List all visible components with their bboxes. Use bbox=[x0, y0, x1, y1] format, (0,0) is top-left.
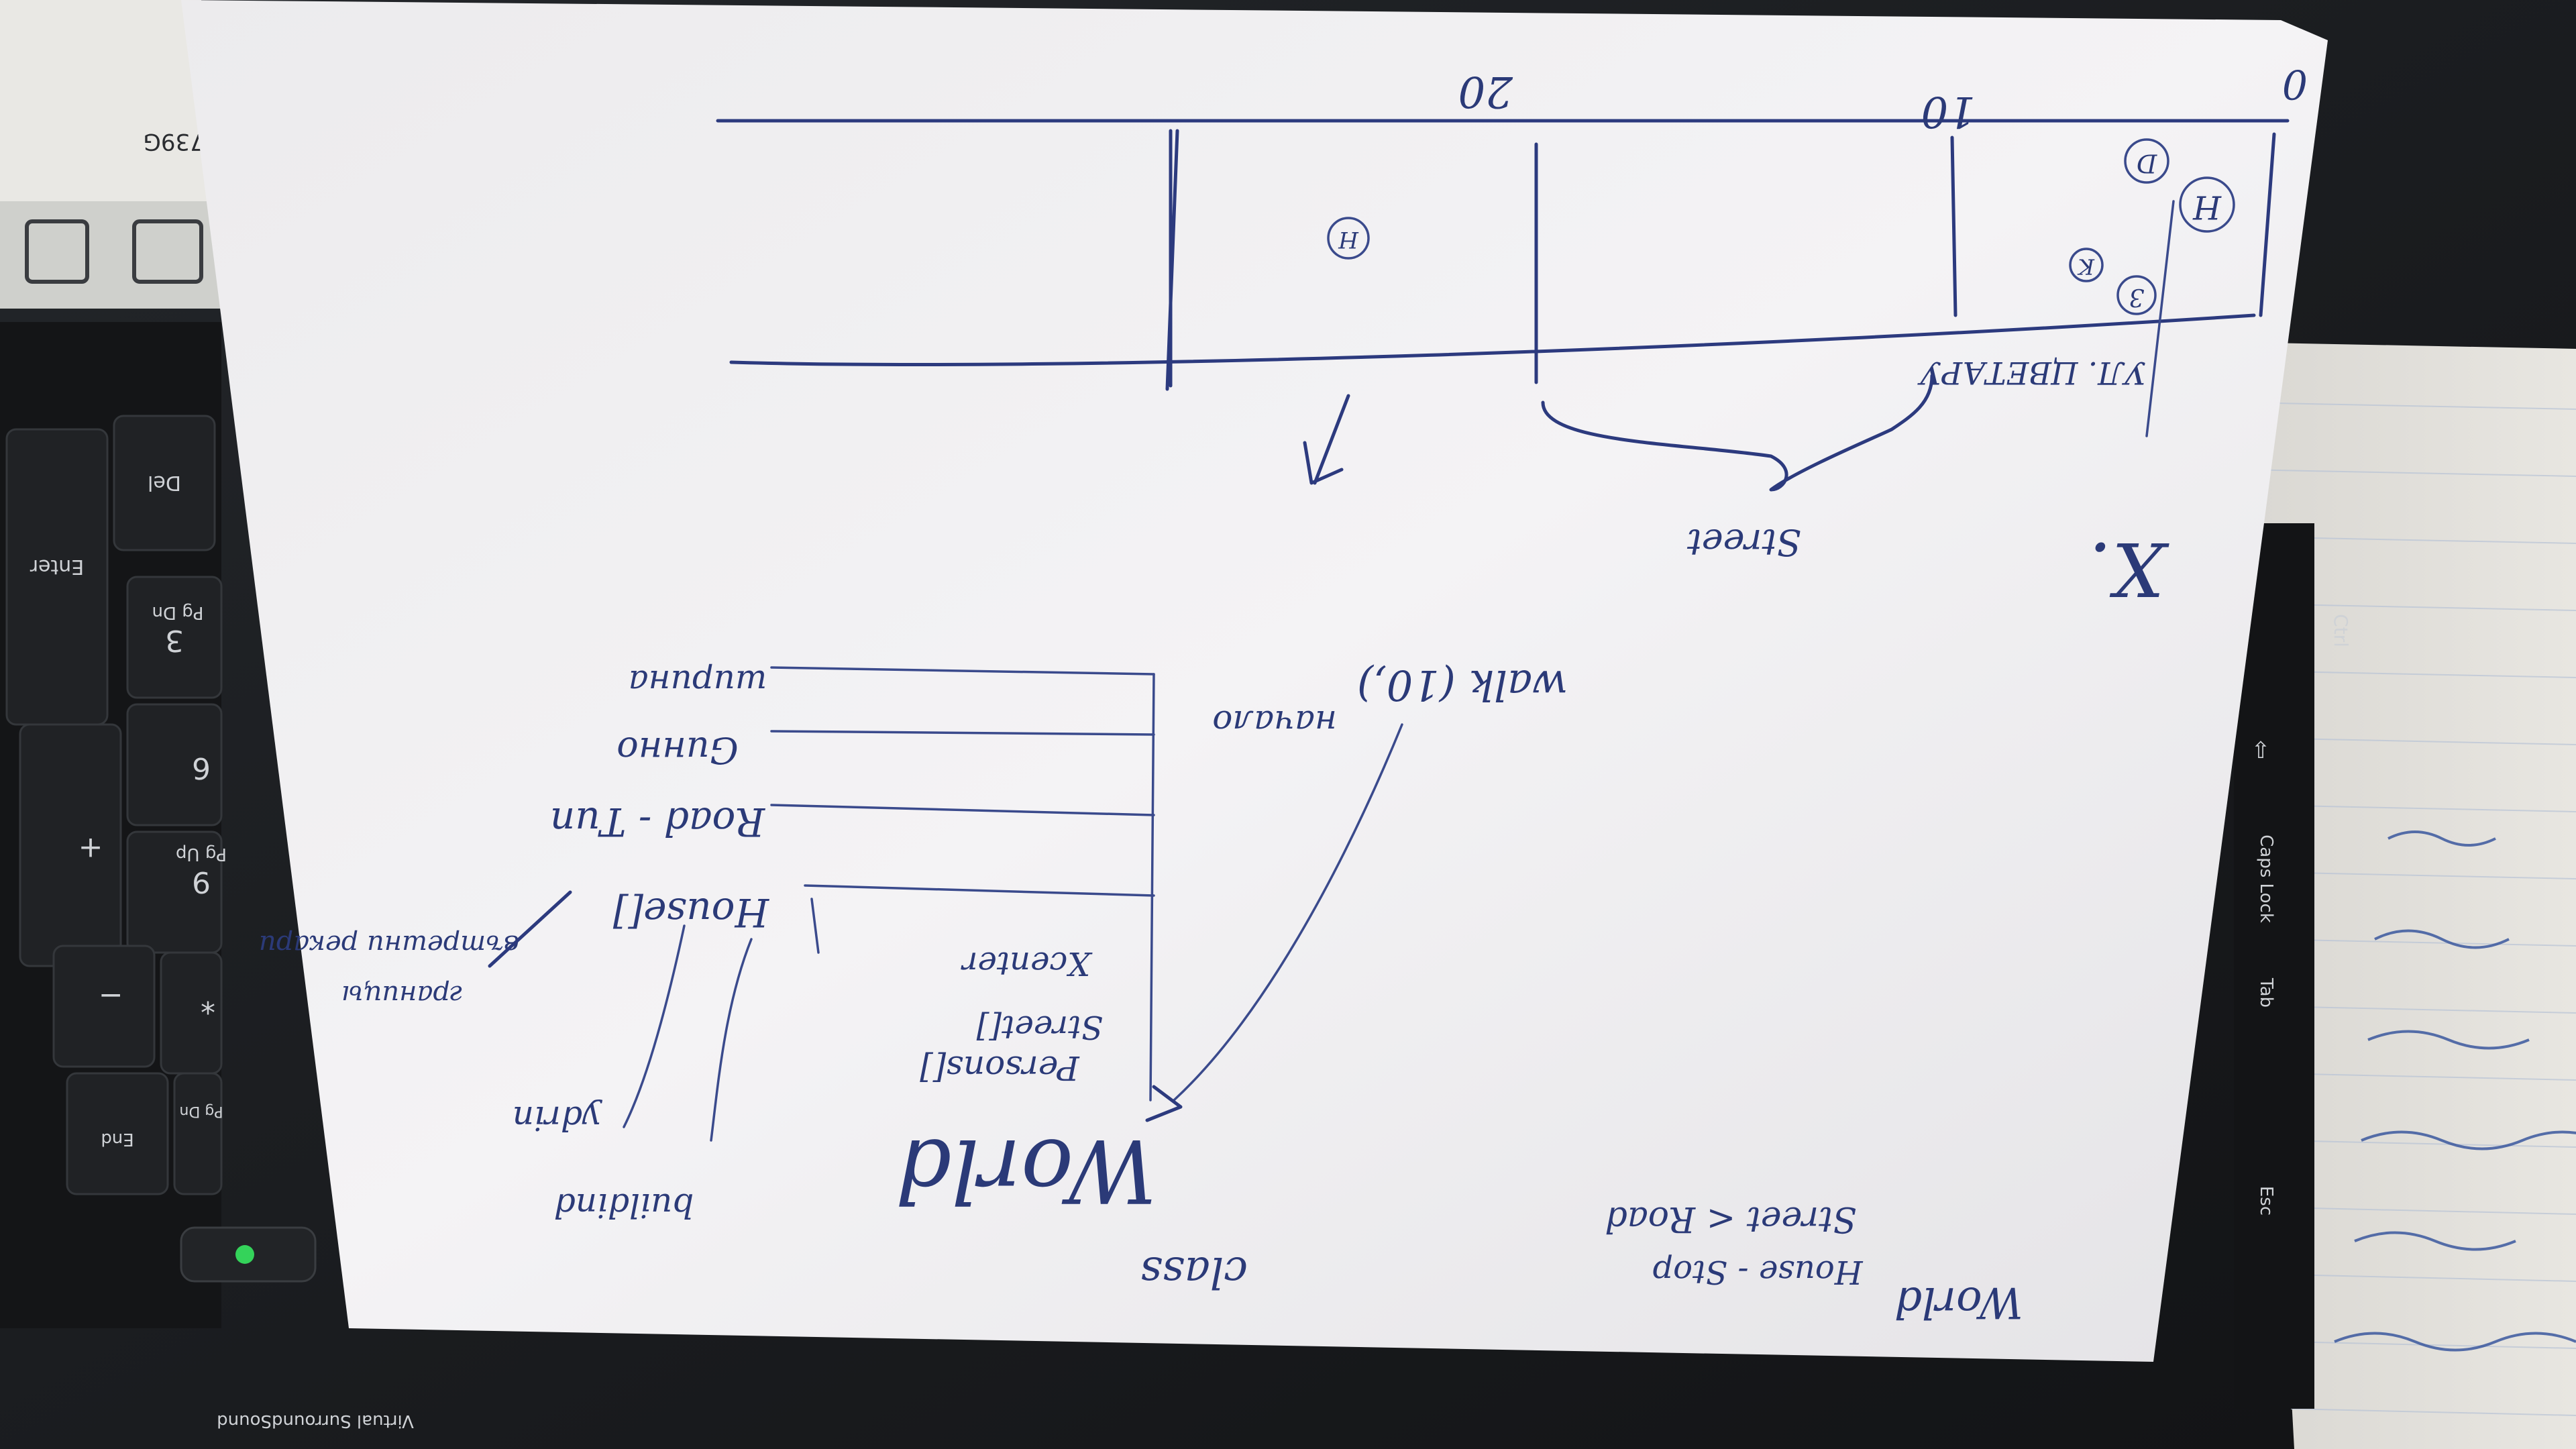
svg-text:6: 6 bbox=[192, 751, 211, 785]
key-6[interactable]: 6 bbox=[126, 703, 223, 826]
house-h-2: H bbox=[1327, 217, 1370, 260]
key-minus[interactable]: − bbox=[52, 945, 156, 1068]
house-h-1: H bbox=[2179, 176, 2235, 233]
tree-width-note: ydrin bbox=[513, 1099, 602, 1138]
tree-center: Xcentеr bbox=[960, 945, 1093, 982]
svg-text:Ctrl: Ctrl bbox=[2330, 614, 2352, 647]
key-star[interactable]: * bbox=[160, 951, 223, 1075]
key-enter[interactable]: Enter bbox=[5, 428, 109, 726]
status-led bbox=[235, 1245, 254, 1264]
svg-text:9: 9 bbox=[192, 865, 211, 899]
key-plus[interactable]: + bbox=[19, 723, 122, 967]
axis-tick-10: 10 bbox=[1921, 87, 1976, 136]
street-brace bbox=[1541, 374, 1934, 492]
svg-text:Tab: Tab bbox=[2256, 977, 2276, 1008]
notebook-page bbox=[2234, 342, 2576, 1449]
class-word: class bbox=[1140, 1247, 1248, 1297]
house-3: 3 bbox=[2116, 275, 2157, 315]
street-sign: УЛ. ЦВЕТАРУ bbox=[1917, 355, 2146, 391]
tree-inner-note: вътрешни рекари bbox=[259, 929, 519, 960]
key-pg-dn[interactable]: Pg Dn bbox=[173, 1072, 223, 1195]
street-diagram: 0 10 20 H D 3 K H УЛ. ЦВЕТАРУ Street X. bbox=[259, 60, 2308, 1327]
svg-text:Enter: Enter bbox=[30, 555, 84, 578]
tree-persons: Persons[] bbox=[920, 1049, 1080, 1087]
svg-text:−: − bbox=[99, 979, 123, 1013]
house-k: K bbox=[2069, 248, 2104, 282]
svg-text:H: H bbox=[2192, 189, 2222, 226]
key-pg-dn-3[interactable]: 3 Pg Dn bbox=[126, 576, 223, 699]
tree-road: Road - Тип bbox=[550, 799, 765, 845]
tree-house: House[] bbox=[613, 890, 770, 935]
svg-text:Pg Dn: Pg Dn bbox=[152, 602, 204, 623]
svg-text:⇧: ⇧ bbox=[2251, 737, 2271, 764]
tree-bounds-note: границы bbox=[341, 979, 464, 1010]
class-tree: World Persons[] Street[] Xcentеr House[]… bbox=[259, 663, 1157, 1225]
svg-text:3: 3 bbox=[2129, 283, 2145, 311]
key-del[interactable]: Del bbox=[113, 415, 216, 551]
svg-text:Esc: Esc bbox=[2256, 1186, 2276, 1216]
tree-name: Guннo bbox=[616, 729, 739, 771]
nachalo-label: начало bbox=[1212, 703, 1337, 742]
note-line-1: World bbox=[1894, 1277, 2023, 1327]
axis-tick-0: 0 bbox=[2282, 60, 2308, 107]
svg-text:Pg Dn: Pg Dn bbox=[179, 1103, 223, 1120]
keyboard: Del Enter 3 Pg Dn 6 + 9 Pg Up − bbox=[0, 322, 414, 1431]
down-arrow-icon bbox=[1303, 394, 1350, 485]
tree-street: Street[] bbox=[976, 1008, 1103, 1046]
x-mark: X. bbox=[2088, 526, 2169, 612]
key-end[interactable]: End bbox=[66, 1072, 169, 1195]
note-line-2: House - Stop bbox=[1652, 1253, 1863, 1291]
svg-text:K: K bbox=[2077, 254, 2095, 280]
svg-text:D: D bbox=[2137, 149, 2157, 178]
note-line-3: Street < Road bbox=[1605, 1199, 1856, 1239]
tree-build-label: buildind bbox=[554, 1186, 694, 1225]
tree-world: World bbox=[896, 1120, 1157, 1222]
key-pg-up-9[interactable]: 9 Pg Up bbox=[126, 830, 227, 954]
brand-strip: Virtual SurroundSound bbox=[217, 1411, 414, 1431]
svg-text:End: End bbox=[101, 1129, 133, 1149]
svg-text:Del: Del bbox=[148, 471, 181, 494]
laptop-side-keys: Ctrl ⇧ Caps Lock Tab Esc bbox=[2234, 523, 2352, 1409]
laptop-sticker: 5739G bbox=[0, 0, 221, 309]
svg-text:H: H bbox=[1338, 226, 1359, 253]
svg-text:+: + bbox=[78, 831, 103, 865]
svg-text:*: * bbox=[201, 985, 215, 1020]
axis-tick-20: 20 bbox=[1458, 66, 1513, 116]
tree-width: ширина bbox=[629, 663, 767, 702]
house-d: D bbox=[2124, 138, 2169, 184]
paper-sheet bbox=[181, 0, 2328, 1362]
walk-label: walk (10,) bbox=[1357, 661, 1568, 710]
corner-notes: class World House - Stop Street < Road bbox=[1140, 1199, 2023, 1327]
svg-text:Pg Up: Pg Up bbox=[176, 844, 227, 864]
svg-text:3: 3 bbox=[165, 623, 184, 657]
street-label: Street bbox=[1687, 521, 1801, 564]
svg-text:Caps Lock: Caps Lock bbox=[2256, 835, 2276, 923]
